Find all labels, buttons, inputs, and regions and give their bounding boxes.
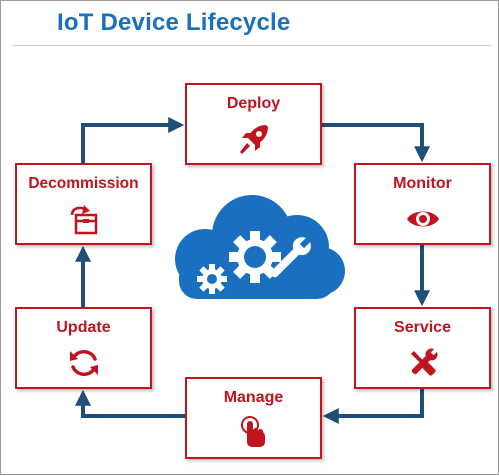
stage-monitor: Monitor: [354, 163, 491, 245]
stage-update-label: Update: [56, 319, 111, 336]
rocket-icon: [239, 125, 268, 154]
arrow-decommission-to-deploy: [81, 117, 185, 163]
stage-monitor-label: Monitor: [393, 175, 452, 192]
stage-service: Service: [354, 307, 491, 389]
cloud-gears-icon: [175, 195, 345, 299]
stage-manage: Manage: [185, 377, 322, 459]
diagram-title: IoT Device Lifecycle: [57, 9, 291, 36]
arrow-service-to-manage: [322, 389, 424, 424]
stage-decommission: Decommission: [15, 163, 152, 245]
stage-update: Update: [15, 307, 152, 389]
stage-decommission-label: Decommission: [28, 175, 139, 192]
arrow-manage-to-update: [75, 389, 185, 418]
stage-deploy: Deploy: [185, 83, 322, 165]
stage-service-label: Service: [394, 319, 451, 336]
box-return-icon: [70, 205, 97, 235]
title-divider: [13, 45, 491, 46]
stage-manage-label: Manage: [223, 389, 284, 406]
refresh-icon: [69, 349, 98, 377]
arrow-deploy-to-monitor: [322, 123, 430, 163]
hand-pointer-icon: [240, 416, 265, 447]
wrench-screwdriver-icon: [410, 348, 438, 376]
stage-deploy-label: Deploy: [226, 95, 281, 112]
eye-icon: [406, 211, 439, 227]
